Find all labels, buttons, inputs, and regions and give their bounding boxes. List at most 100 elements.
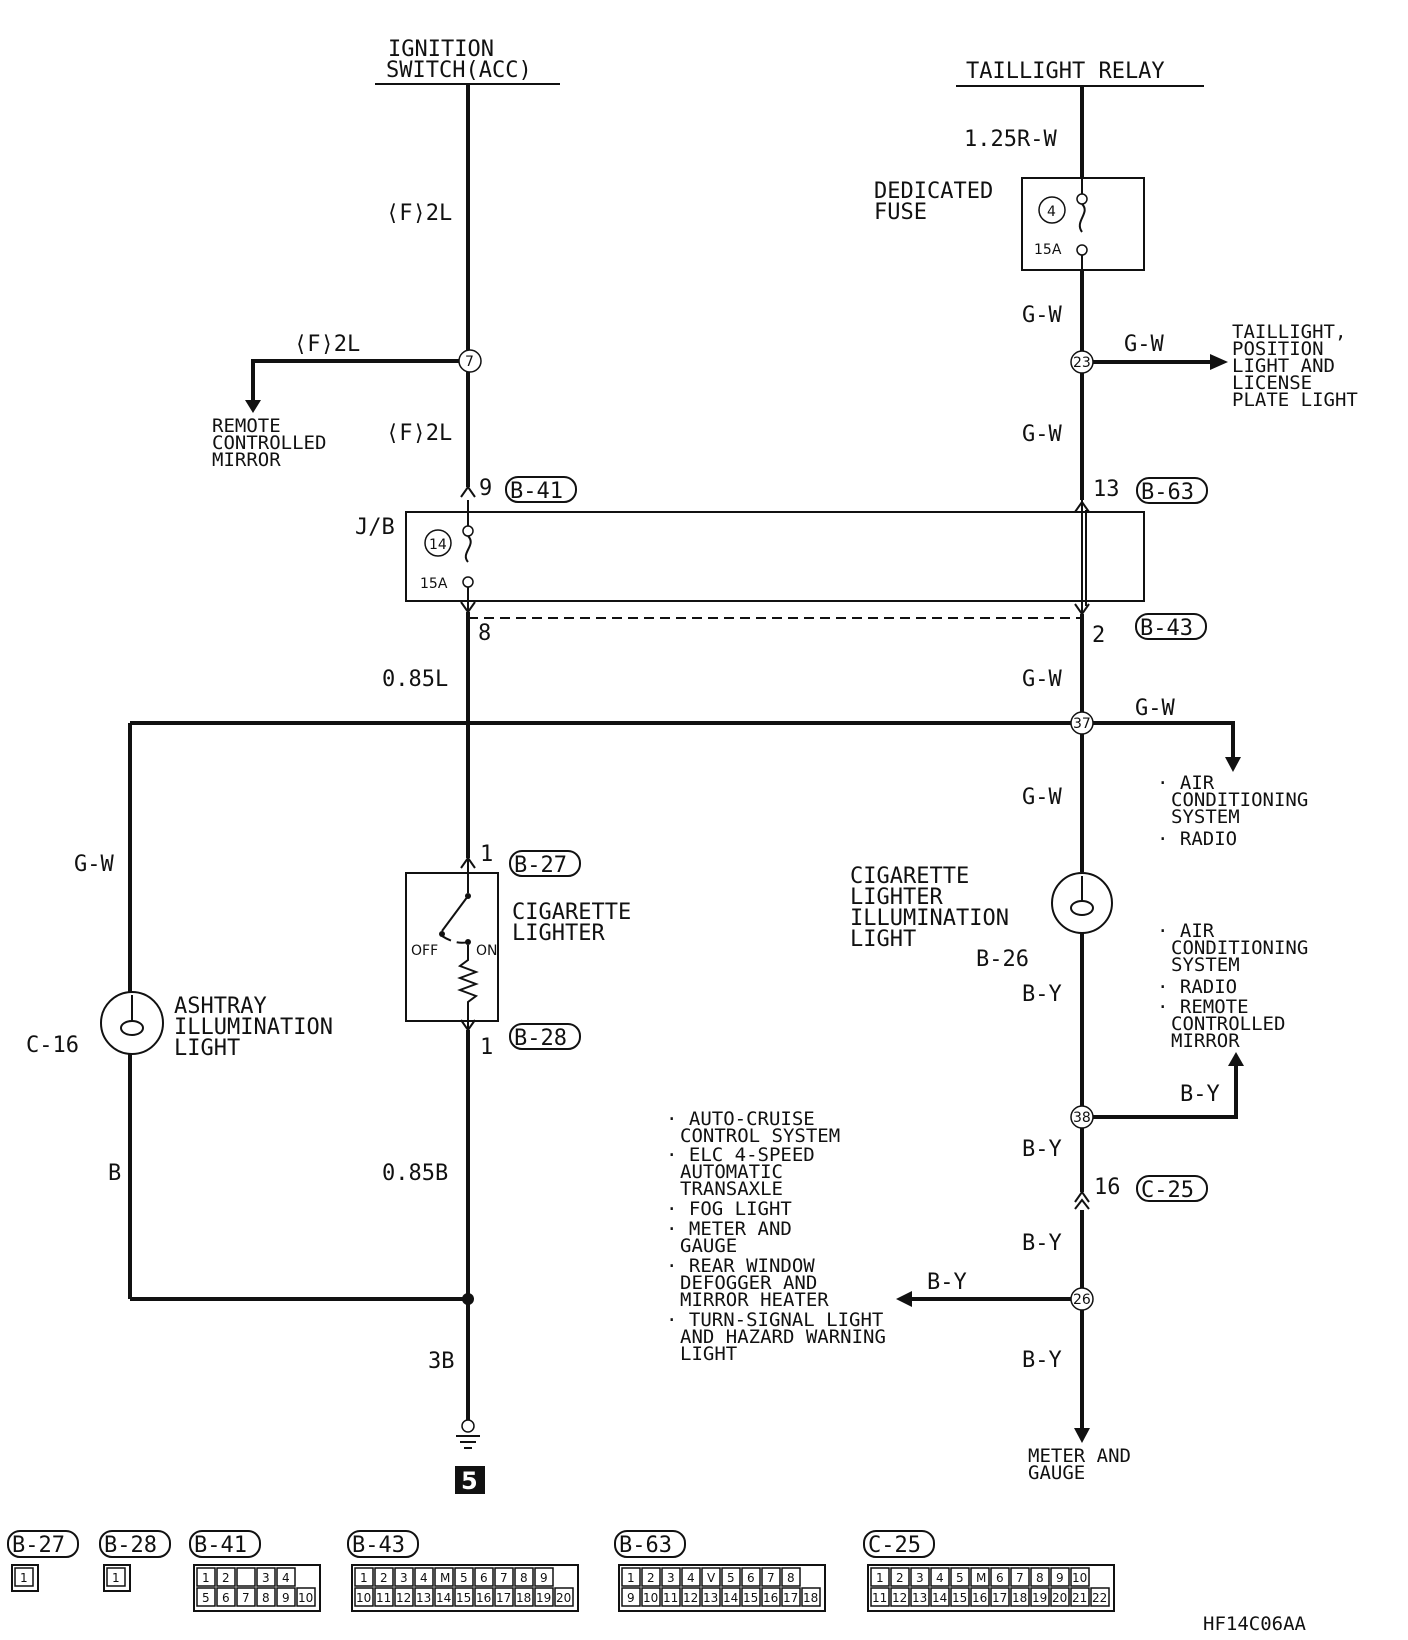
- connector-pin: [870, 1567, 890, 1587]
- figure-code: HF14C06AA: [1203, 1613, 1307, 1635]
- connector-b27-pin: 1: [480, 842, 493, 867]
- meter-gauge-destination: METER AND GAUGE: [1028, 1445, 1131, 1484]
- ignition-switch-label-1: IGNITION: [388, 37, 494, 62]
- connector-b43-pin-right: 2: [1092, 623, 1105, 648]
- connector-pin-number: 15: [952, 1591, 967, 1605]
- splice-7-number: 7: [465, 354, 474, 370]
- jb-fuse-number: 14: [429, 537, 447, 553]
- ashtray-wire: [128, 723, 474, 1305]
- connector-b63-pin: 13: [1093, 477, 1120, 502]
- wire-label-by-branch-38: B-Y: [1180, 1082, 1220, 1107]
- connector-c25: 16 C-25: [1074, 1175, 1208, 1210]
- svg-text:MIRROR HEATER: MIRROR HEATER: [680, 1289, 829, 1311]
- svg-text:TAILLIGHT,: TAILLIGHT,: [1232, 321, 1346, 343]
- connector-pin: [701, 1567, 721, 1587]
- connector-pin: [276, 1567, 296, 1587]
- connector-pin: [236, 1567, 256, 1587]
- connector-pin: [394, 1587, 414, 1607]
- svg-text:CONTROL SYSTEM: CONTROL SYSTEM: [680, 1125, 840, 1147]
- connector-pin: [196, 1587, 216, 1607]
- svg-text:CIGARETTE: CIGARETTE: [850, 864, 969, 889]
- svg-text:LIGHT AND: LIGHT AND: [1232, 355, 1335, 377]
- connector-pin: [990, 1587, 1010, 1607]
- connector-pin: [761, 1567, 781, 1587]
- svg-text:MIRROR: MIRROR: [212, 449, 281, 471]
- wire-label-gw-above-jb: G-W: [1022, 422, 1062, 447]
- svg-text:CONTROLLED: CONTROLLED: [1171, 1013, 1285, 1035]
- connector-pin-number: 20: [556, 1591, 571, 1605]
- cigarette-lighter: OFF ON CIGARETTE LIGHTER: [405, 858, 631, 1030]
- connector-pin: [721, 1567, 741, 1587]
- connector-pin: [534, 1567, 554, 1587]
- wire-label-085l: 0.85L: [382, 667, 448, 692]
- ashtray-illumination-light: ASHTRAY ILLUMINATION LIGHT C-16: [26, 991, 333, 1061]
- connector-pin-number: 9: [540, 1571, 548, 1585]
- connector-pin-number: V: [707, 1571, 716, 1585]
- svg-text:MIRROR: MIRROR: [1171, 1030, 1240, 1052]
- svg-text:AND HAZARD WARNING: AND HAZARD WARNING: [680, 1326, 886, 1348]
- connector-pin-number: 9: [282, 1591, 290, 1605]
- connector-pin-number: 5: [460, 1571, 468, 1585]
- svg-text:PLATE LIGHT: PLATE LIGHT: [1232, 389, 1358, 411]
- wire-label-gw-fuse-out: G-W: [1022, 303, 1062, 328]
- svg-text:LIGHTER: LIGHTER: [850, 885, 943, 910]
- connector-pin: [216, 1567, 236, 1587]
- connector-pin-number: 1: [876, 1571, 884, 1585]
- connector-pin: [681, 1567, 701, 1587]
- connector-pin: [910, 1567, 930, 1587]
- cigarette-lighter-illumination-light: CIGARETTE LIGHTER ILLUMINATION LIGHT B-2…: [850, 864, 1113, 972]
- dedicated-fuse-rating: 15A: [1034, 242, 1062, 258]
- svg-text:· REMOTE: · REMOTE: [1157, 996, 1249, 1018]
- connector-b28-name: B-28: [514, 1026, 567, 1051]
- connector-pin: [394, 1567, 414, 1587]
- connector-pin-number: 16: [763, 1591, 778, 1605]
- svg-text:METER AND: METER AND: [1028, 1445, 1131, 1467]
- connector-pin: [890, 1587, 910, 1607]
- connector-pin-number: 6: [747, 1571, 755, 1585]
- dedicated-fuse-label-1: DEDICATED: [874, 179, 993, 204]
- wire-label-125rw: 1.25R-W: [964, 127, 1057, 152]
- svg-text:LIGHT: LIGHT: [850, 927, 916, 952]
- splice-23: 23: [1070, 350, 1094, 374]
- connector-pin: [870, 1587, 890, 1607]
- connector-pin-number: 17: [992, 1591, 1007, 1605]
- connector-pin-number: 18: [803, 1591, 818, 1605]
- wire-label-by-below-lamp: B-Y: [1022, 982, 1062, 1007]
- connector-b41-name: B-41: [510, 479, 563, 504]
- svg-text:· RADIO: · RADIO: [1157, 828, 1237, 850]
- wire-label-by-branch-26: B-Y: [927, 1270, 967, 1295]
- connector-pin-number: 3: [262, 1571, 270, 1585]
- svg-text:LIGHT: LIGHT: [174, 1036, 240, 1061]
- svg-text:POSITION: POSITION: [1232, 338, 1324, 360]
- connector-face-label: B-27: [12, 1533, 65, 1558]
- connector-pin: [256, 1567, 276, 1587]
- connector-pin: [970, 1567, 990, 1587]
- connector-pin-number: 13: [912, 1591, 927, 1605]
- svg-text:· METER AND: · METER AND: [666, 1218, 792, 1240]
- connector-pin: [990, 1567, 1010, 1587]
- connector-pin-number: 12: [892, 1591, 907, 1605]
- connector-pin-number: 11: [663, 1591, 678, 1605]
- arrow-down-icon: [1225, 757, 1241, 772]
- dedicated-fuse-number: 4: [1047, 204, 1056, 220]
- connector-pin-number: 19: [1032, 1591, 1047, 1605]
- connector-pin-number: 6: [996, 1571, 1004, 1585]
- connector-pin-number: 14: [723, 1591, 738, 1605]
- connector-pin: [661, 1587, 681, 1607]
- connector-pin-number: 14: [932, 1591, 947, 1605]
- connector-pin-number: 16: [476, 1591, 491, 1605]
- connector-pin: [621, 1567, 641, 1587]
- connector-b63-name: B-63: [1141, 480, 1194, 505]
- connector-pin: [256, 1587, 276, 1607]
- connector-pin: [1030, 1587, 1050, 1607]
- connector-pin: [216, 1587, 236, 1607]
- splice-26-number: 26: [1073, 1292, 1091, 1308]
- connector-pin: [236, 1587, 256, 1607]
- connector-pin: [781, 1587, 801, 1607]
- svg-text:AUTOMATIC: AUTOMATIC: [680, 1161, 783, 1183]
- switch-off-label: OFF: [411, 943, 438, 959]
